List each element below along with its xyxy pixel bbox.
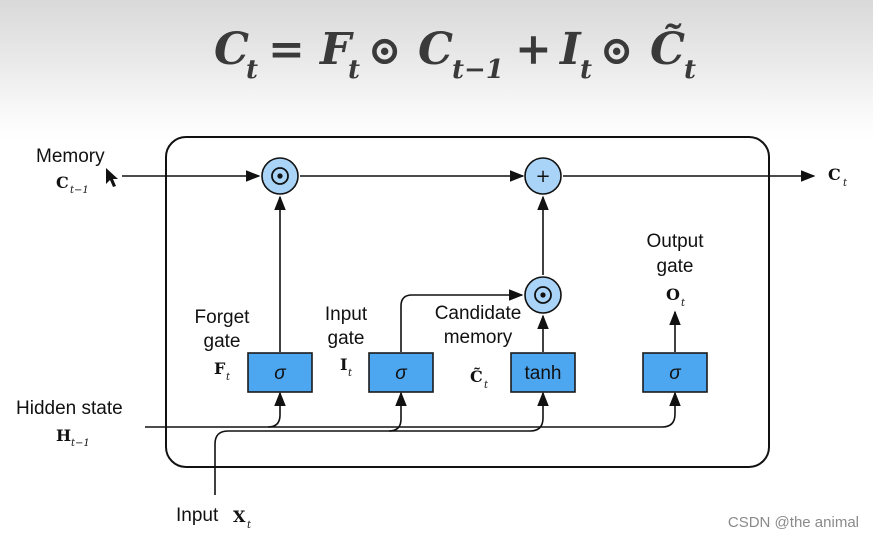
eq-equals: =	[268, 24, 305, 75]
pointer-cursor-icon	[106, 168, 118, 187]
candidate-label-2: memory	[444, 327, 513, 348]
input-bus-to-tanh	[214, 391, 549, 495]
hidden-prev-sub: t−1	[71, 438, 90, 449]
output-gate-sub: t	[681, 298, 686, 309]
input-gate-to-mult-arrow	[400, 289, 524, 352]
forget-multiply-op	[261, 157, 299, 195]
bus-to-forget-gate	[267, 391, 286, 428]
watermark-text: CSDN @the animal	[727, 514, 859, 531]
add-op: +	[524, 157, 562, 195]
eq-plus: +	[515, 24, 552, 75]
eq-f: F	[318, 24, 354, 75]
input-x-sub: t	[247, 520, 252, 531]
eq-odot-2: ⊙	[600, 27, 634, 74]
equation-graphic: C t = F t ⊙ C t−1 + I t ⊙ C̃ t	[214, 22, 696, 85]
input-gate-label-2: gate	[328, 328, 365, 349]
hidden-state-label: Hidden state	[16, 398, 123, 419]
output-gate-symbol: O	[666, 285, 680, 304]
candidate-multiply-op	[524, 276, 562, 314]
candidate-gate-box: tanh	[510, 352, 576, 393]
add-symbol: +	[535, 166, 550, 187]
memory-label: Memory	[36, 146, 105, 167]
input-x-label: Input	[176, 505, 219, 526]
candidate-symbol: C̃	[470, 367, 483, 386]
lstm-cell-boundary	[165, 136, 770, 468]
eq-c-tilde: C̃	[650, 22, 685, 75]
input-gate-box: σ	[368, 352, 434, 393]
eq-c-sub: t	[246, 55, 258, 84]
eq-i-sub: t	[580, 55, 592, 84]
eq-c: C	[214, 24, 249, 75]
output-gate-box: σ	[642, 352, 708, 393]
eq-i: I	[558, 24, 582, 75]
input-gate-symbol: I	[340, 355, 347, 374]
input-gate-fn: σ	[395, 363, 408, 384]
memory-prev-symbol: C	[56, 173, 69, 192]
input-gate-sub: t	[348, 368, 353, 379]
eq-c-tilde-sub: t	[684, 55, 696, 84]
memory-prev-sub: t−1	[70, 185, 89, 196]
output-gate-label-1: Output	[646, 231, 704, 252]
bus-to-input-gate	[388, 391, 407, 432]
hidden-bus-to-output	[145, 391, 681, 428]
eq-c-prev: C	[418, 24, 453, 75]
output-gate-fn: σ	[669, 363, 682, 384]
forget-gate-box: σ	[247, 352, 313, 393]
eq-c-prev-sub: t−1	[452, 55, 504, 84]
candidate-gate-fn: tanh	[525, 363, 562, 384]
memory-out-sub: t	[843, 178, 848, 189]
forget-gate-sub: t	[226, 372, 231, 383]
candidate-label-1: Candidate	[435, 303, 522, 324]
forget-gate-label-1: Forget	[195, 307, 251, 328]
hidden-prev-symbol: H	[56, 426, 71, 445]
forget-gate-label-2: gate	[204, 331, 241, 352]
forget-gate-symbol: F	[214, 359, 226, 378]
candidate-sub: t	[484, 380, 489, 391]
eq-odot-1: ⊙	[368, 27, 402, 74]
input-gate-label-1: Input	[325, 304, 368, 325]
input-x-symbol: X	[233, 507, 246, 526]
forget-gate-fn: σ	[274, 363, 287, 384]
memory-out-symbol: C	[828, 165, 841, 184]
output-gate-label-2: gate	[657, 256, 694, 277]
lstm-cell-equation: C t = F t ⊙ C t−1 + I t ⊙ C̃ t	[0, 14, 873, 85]
eq-f-sub: t	[348, 55, 360, 84]
